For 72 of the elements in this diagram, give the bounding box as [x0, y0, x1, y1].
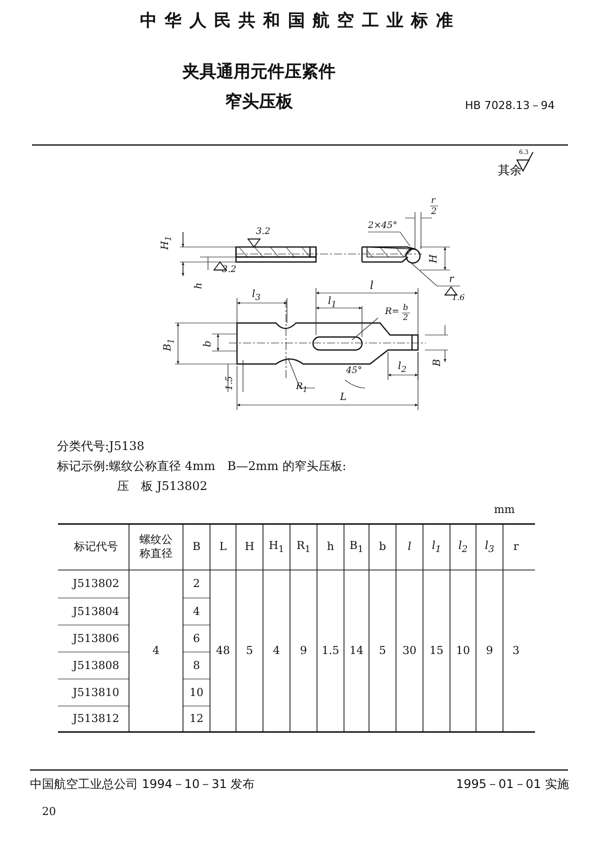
table-cell-text: 2	[192, 576, 201, 592]
table-cell-text: 10	[188, 684, 204, 701]
table-cell-text: 48	[215, 643, 231, 660]
dimension-label: B	[432, 359, 444, 366]
table-cell-text: 8	[192, 658, 201, 674]
table-header-cell-text: l$_{2}$	[457, 538, 469, 557]
table-header-cell-text: l$_{3}$	[484, 538, 496, 557]
table-cell-text: J513802	[70, 576, 120, 592]
dimension-label: b	[202, 340, 214, 347]
table-header-cell-text: H	[244, 539, 256, 556]
dimension-label: 45°	[346, 366, 362, 376]
effective-date: 1995－01－01 实施	[456, 778, 569, 792]
table-cell-text: 14	[348, 643, 364, 660]
dimension-label: b	[403, 303, 408, 312]
standard-number: HB 7028.13－94	[465, 100, 555, 113]
dimension-label: h	[193, 282, 205, 289]
table-cell-text: 3	[512, 643, 520, 660]
table-header-cell-text: L	[218, 539, 228, 556]
table-header-cell-text: l	[406, 539, 412, 556]
table-cell-text: 10	[455, 643, 471, 660]
roughness-value: 3.2	[256, 227, 270, 238]
dimension-label: 2	[431, 207, 437, 218]
table-cell-text: J513804	[70, 604, 120, 620]
table-cell-text: 1.5	[320, 643, 340, 660]
dimension-label: R$_{1}$	[296, 382, 308, 394]
table-header-cell-text: B$_{1}$	[348, 538, 364, 557]
table-cell-text: J513808	[70, 658, 120, 674]
dimension-label: l$_{1}$	[328, 296, 337, 310]
classification-code: 分类代号:J5138	[57, 440, 144, 454]
table-cell-text: 5	[245, 643, 254, 660]
dimension-label: r	[431, 196, 436, 206]
table-header-cell-text: l$_{1}$	[430, 538, 442, 557]
roughness-value: 3.2	[222, 265, 236, 276]
table-header-cell-text: h	[326, 539, 336, 556]
table-header-cell-text: H$_{1}$	[268, 538, 286, 557]
unit-label: mm	[494, 504, 515, 517]
table-cell-text: 4	[152, 643, 160, 660]
table-header-cell-text: B	[191, 539, 202, 556]
table-cell-text: 4	[272, 643, 281, 660]
issue-date: 中国航空工业总公司 1994－10－31 发布	[30, 778, 255, 792]
dimension-label: 1.5	[225, 376, 236, 390]
table-header-cell-text: R$_{1}$	[295, 538, 312, 557]
table-cell-text: 6	[192, 630, 201, 647]
document-title: 夹具通用元件压紧件窄头压板	[181, 61, 337, 114]
table-cell-text: 9	[299, 643, 308, 660]
dimension-label: R=	[385, 307, 400, 318]
table-cell-text: 30	[402, 643, 418, 660]
table-cell-text: J513812	[70, 711, 120, 728]
dimension-label: L	[340, 392, 347, 404]
dimension-label: 2×45°	[368, 221, 398, 232]
table-header-cell-text: b	[378, 539, 388, 556]
dimension-label: l$_{2}$	[398, 361, 407, 375]
table-header-cell-text: 标记代号	[73, 539, 119, 556]
dimension-label: H	[428, 254, 440, 264]
table-cell-text: J513806	[70, 630, 120, 647]
table-cell-text: 12	[188, 711, 204, 728]
dimension-label: l$_{3}$	[252, 289, 261, 303]
marking-example: 标记示例:螺纹公称直径 4mm B—2mm 的窄头压板:	[57, 460, 346, 474]
page-number: 20	[42, 806, 56, 819]
dimension-label: r	[449, 274, 454, 286]
standard-header: 中华人民共和国航空工业标准	[140, 12, 460, 32]
note-text: 其余	[498, 164, 522, 178]
table-header-cell-text: r	[512, 539, 520, 556]
table-cell-text: J513810	[70, 684, 120, 701]
table-cell-text: 5	[378, 643, 387, 660]
table-cell-text: 9	[485, 643, 494, 660]
table-cell-text: 4	[192, 604, 201, 620]
dimension-label: 2	[403, 313, 408, 322]
marking-example: 压 板 J513802	[117, 480, 208, 494]
table-header-cell-text: 螺纹公称直径	[138, 532, 174, 562]
table-cell-text: 15	[428, 643, 444, 660]
dimension-label: l	[370, 280, 374, 293]
